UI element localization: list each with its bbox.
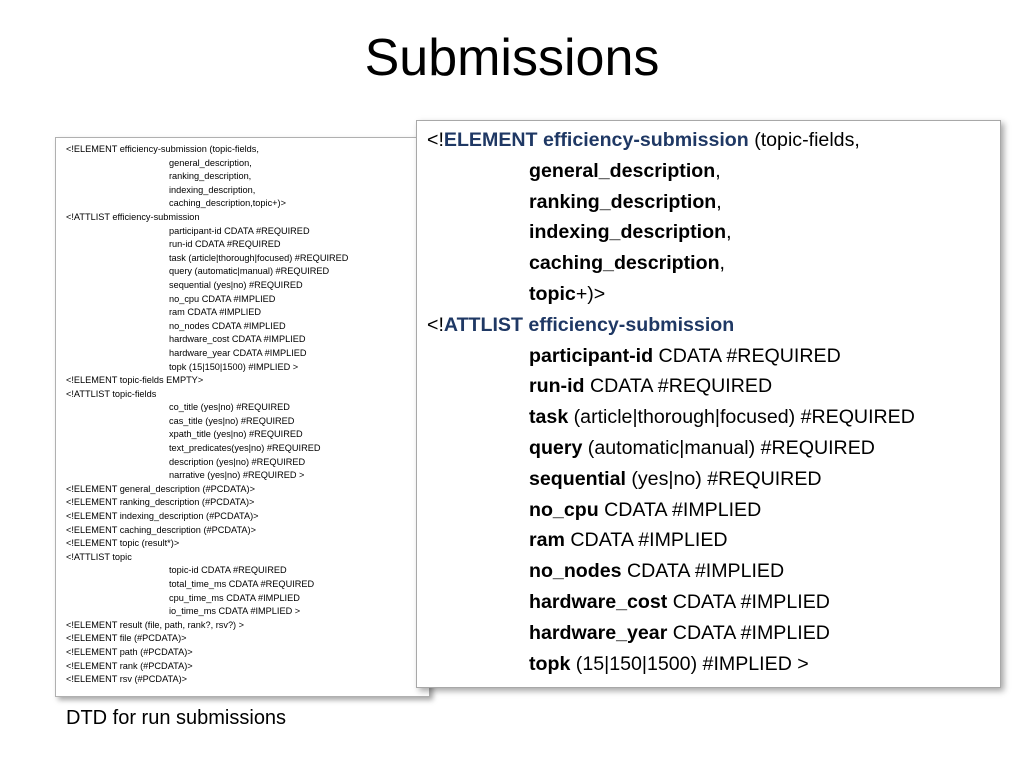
zoom-dtd-line: hardware_year CDATA #IMPLIED xyxy=(427,618,1000,649)
dtd-name: caching_description xyxy=(529,252,720,275)
zoom-dtd-line: topk (15|150|1500) #IMPLIED > xyxy=(427,649,1000,680)
dtd-text: , xyxy=(726,221,732,244)
dtd-line: <!ELEMENT rsv (#PCDATA)> xyxy=(66,674,187,685)
dtd-line: co_title (yes|no) #REQUIRED xyxy=(169,402,290,413)
dtd-line: topk (15|150|1500) #IMPLIED > xyxy=(169,361,299,372)
dtd-name: participant-id xyxy=(529,344,654,367)
dtd-line: <!ELEMENT ranking_description (#PCDATA)> xyxy=(66,497,255,508)
dtd-line: <!ELEMENT topic-fields EMPTY> xyxy=(66,375,204,386)
dtd-name: topic xyxy=(529,282,576,305)
dtd-line: indexing_description, xyxy=(169,184,256,195)
dtd-text: , xyxy=(715,159,721,182)
dtd-name: topk xyxy=(529,652,571,675)
dtd-text: <! xyxy=(427,313,444,336)
zoom-dtd-line: sequential (yes|no) #REQUIRED xyxy=(427,464,1000,495)
dtd-line: xpath_title (yes|no) #REQUIRED xyxy=(169,429,303,440)
dtd-line: <!ELEMENT result (file, path, rank?, rsv… xyxy=(66,619,245,630)
dtd-text: CDATA #REQUIRED xyxy=(584,375,773,398)
dtd-caption: DTD for run submissions xyxy=(66,707,287,729)
dtd-text: CDATA #IMPLIED xyxy=(667,590,830,613)
dtd-text: CDATA #IMPLIED xyxy=(667,621,830,644)
dtd-line: description (yes|no) #REQUIRED xyxy=(169,456,306,467)
dtd-line: query (automatic|manual) #REQUIRED xyxy=(169,266,330,277)
dtd-line: <!ELEMENT caching_description (#PCDATA)> xyxy=(66,524,256,535)
dtd-line: narrative (yes|no) #REQUIRED > xyxy=(169,470,305,481)
dtd-keyword: ATTLIST efficiency-submission xyxy=(443,313,735,336)
dtd-name: general_description xyxy=(529,159,716,182)
dtd-name: task xyxy=(529,406,569,429)
dtd-line: no_nodes CDATA #IMPLIED xyxy=(169,320,286,331)
dtd-name: ram xyxy=(529,529,565,552)
dtd-keyword: ELEMENT efficiency-submission xyxy=(443,129,749,151)
dtd-text: (article|thorough|focused) #REQUIRED xyxy=(568,406,915,429)
dtd-line: <!ATTLIST efficiency-submission xyxy=(66,211,200,222)
dtd-line: <!ELEMENT rank (#PCDATA)> xyxy=(66,660,193,671)
dtd-text: , xyxy=(716,190,722,213)
dtd-name: no_nodes xyxy=(529,560,622,583)
dtd-line: topic-id CDATA #REQUIRED xyxy=(169,565,287,576)
zoom-dtd-line: <!ELEMENT efficiency-submission (topic-f… xyxy=(427,125,1000,156)
dtd-name: no_cpu xyxy=(529,498,599,521)
dtd-name: hardware_cost xyxy=(529,590,668,613)
slide-title: Submissions xyxy=(364,29,660,87)
zoomed-dtd-box: <!ELEMENT efficiency-submission (topic-f… xyxy=(416,120,1001,688)
dtd-line: <!ATTLIST topic-fields xyxy=(66,388,157,399)
dtd-name: hardware_year xyxy=(529,621,668,644)
dtd-line: run-id CDATA #REQUIRED xyxy=(169,239,281,250)
dtd-line: ram CDATA #IMPLIED xyxy=(169,307,262,318)
dtd-line: <!ELEMENT topic (result*)> xyxy=(66,538,180,549)
dtd-line: total_time_ms CDATA #REQUIRED xyxy=(169,579,315,589)
dtd-line: participant-id CDATA #REQUIRED xyxy=(169,225,310,236)
dtd-text: (15|150|1500) #IMPLIED > xyxy=(570,652,809,675)
dtd-line: <!ELEMENT indexing_description (#PCDATA)… xyxy=(66,511,259,522)
dtd-line: <!ELEMENT path (#PCDATA)> xyxy=(66,646,193,657)
dtd-line: hardware_cost CDATA #IMPLIED xyxy=(169,334,306,345)
dtd-text: , xyxy=(719,252,725,275)
dtd-line: sequential (yes|no) #REQUIRED xyxy=(169,279,303,290)
zoom-dtd-line: ram CDATA #IMPLIED xyxy=(427,525,1000,556)
zoom-dtd-line: run-id CDATA #REQUIRED xyxy=(427,371,1000,402)
dtd-line: caching_description,topic+)> xyxy=(169,198,286,209)
dtd-line: task (article|thorough|focused) #REQUIRE… xyxy=(169,252,349,263)
zoom-dtd-line: indexing_description, xyxy=(427,217,1000,248)
dtd-line: no_cpu CDATA #IMPLIED xyxy=(169,293,276,304)
zoom-dtd-line: <!ATTLIST efficiency-submission xyxy=(427,310,1000,341)
dtd-name: run-id xyxy=(529,375,585,398)
dtd-line: <!ELEMENT general_description (#PCDATA)> xyxy=(66,483,255,494)
zoom-dtd-line: participant-id CDATA #REQUIRED xyxy=(427,341,1000,372)
dtd-line: general_description, xyxy=(169,157,252,168)
dtd-line: <!ATTLIST topic xyxy=(66,551,132,562)
dtd-name: indexing_description xyxy=(529,221,727,244)
dtd-line: hardware_year CDATA #IMPLIED xyxy=(169,347,307,358)
dtd-text: CDATA #REQUIRED xyxy=(653,344,841,367)
dtd-name: sequential xyxy=(529,467,626,490)
dtd-text: CDATA #IMPLIED xyxy=(621,560,785,583)
dtd-text: CDATA #IMPLIED xyxy=(564,529,728,552)
dtd-line: cas_title (yes|no) #REQUIRED xyxy=(169,415,295,426)
dtd-text: +)> xyxy=(575,282,606,305)
zoom-dtd-line: no_nodes CDATA #IMPLIED xyxy=(427,556,1000,587)
dtd-text: CDATA #IMPLIED xyxy=(598,498,762,521)
dtd-line: <!ELEMENT efficiency-submission (topic-f… xyxy=(66,144,259,154)
dtd-name: query xyxy=(529,436,583,459)
dtd-line: text_predicates(yes|no) #REQUIRED xyxy=(169,443,321,454)
full-dtd-box: <!ELEMENT efficiency-submission (topic-f… xyxy=(55,137,430,697)
zoom-dtd-line: no_cpu CDATA #IMPLIED xyxy=(427,495,1000,526)
dtd-line: <!ELEMENT file (#PCDATA)> xyxy=(66,633,187,644)
zoom-dtd-line: caching_description, xyxy=(427,248,1000,279)
dtd-text: (automatic|manual) #REQUIRED xyxy=(582,436,875,459)
zoom-dtd-line: general_description, xyxy=(427,156,1000,187)
zoom-dtd-line: topic+)> xyxy=(427,279,1000,310)
dtd-name: ranking_description xyxy=(529,190,717,213)
dtd-line: cpu_time_ms CDATA #IMPLIED xyxy=(169,592,300,603)
dtd-text: (yes|no) #REQUIRED xyxy=(625,467,822,490)
dtd-text: (topic-fields, xyxy=(748,129,860,151)
zoom-dtd-line: task (article|thorough|focused) #REQUIRE… xyxy=(427,402,1000,433)
dtd-text: <! xyxy=(427,129,444,151)
zoom-dtd-line: ranking_description, xyxy=(427,187,1000,218)
zoom-dtd-line: hardware_cost CDATA #IMPLIED xyxy=(427,587,1000,618)
dtd-line: io_time_ms CDATA #IMPLIED > xyxy=(169,606,301,617)
dtd-line: ranking_description, xyxy=(169,171,252,182)
zoom-dtd-line: query (automatic|manual) #REQUIRED xyxy=(427,433,1000,464)
